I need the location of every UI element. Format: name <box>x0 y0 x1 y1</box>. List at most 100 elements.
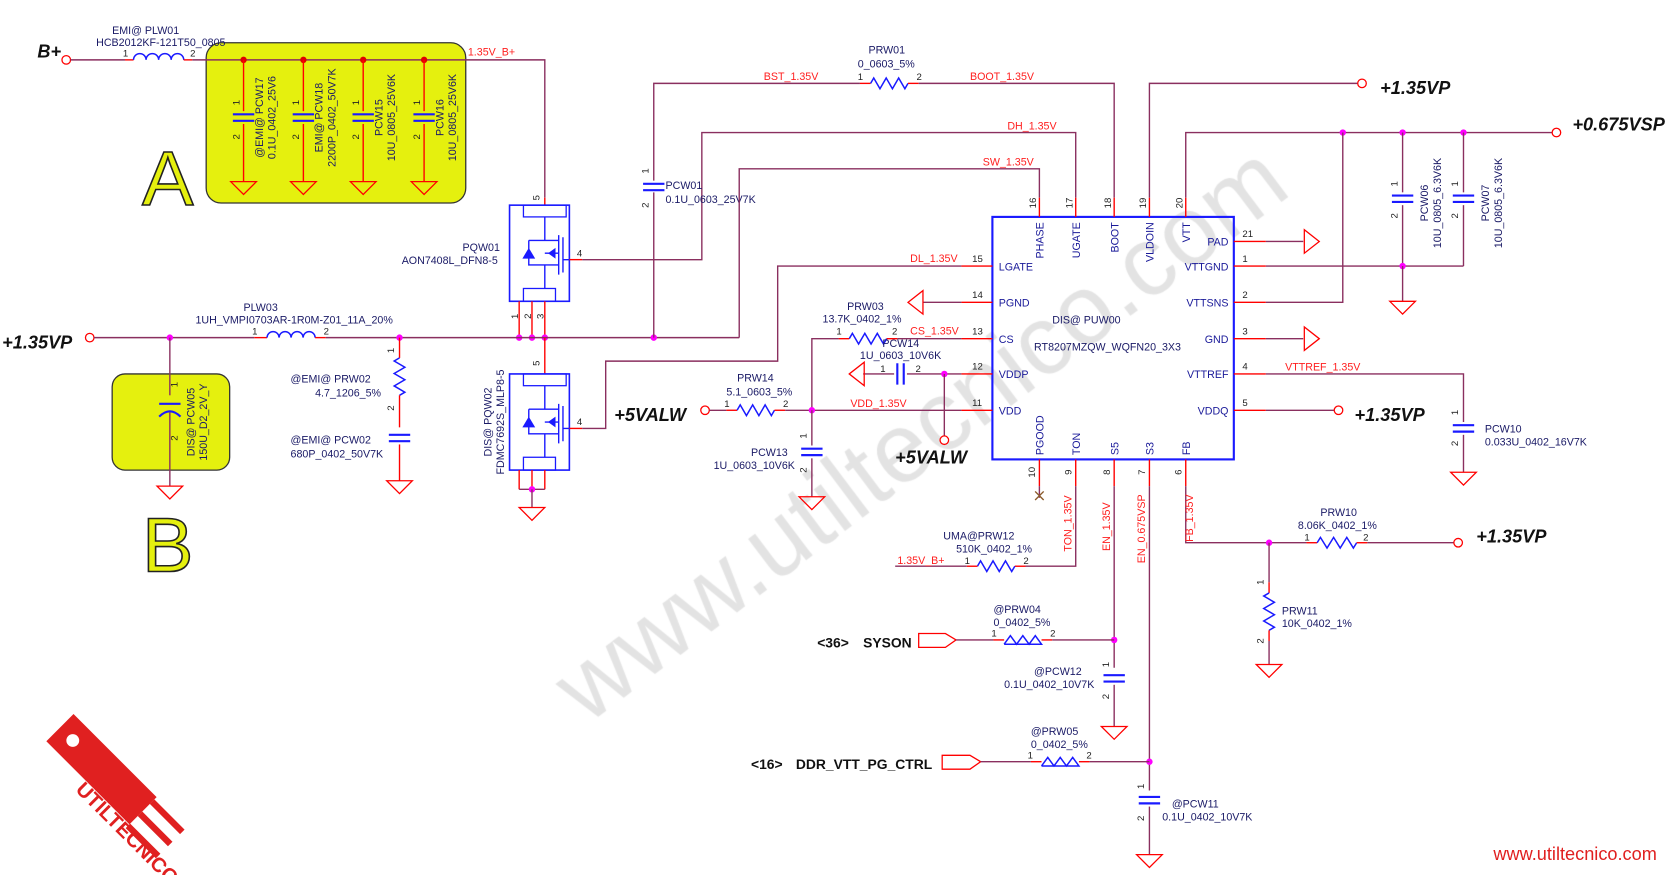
ic-pin-number: 7 <box>1137 470 1148 475</box>
pqw01 <box>508 204 571 303</box>
pin-number: 1 <box>991 629 996 640</box>
pcw01-value: 0.1U_0603_25V7K <box>666 194 756 206</box>
prw11-ref: PRW11 <box>1282 605 1318 617</box>
pcw02-value: 680P_0402_50V7K <box>291 448 384 460</box>
pin-number: 1 <box>1389 181 1400 186</box>
pin-number: 2 <box>324 326 329 337</box>
pcw11-value: 0.1U_0402_10V7K <box>1162 811 1252 823</box>
highlight-box-b <box>111 373 231 471</box>
net-label-en: EN_1.35V <box>1101 501 1113 551</box>
ic-pin-name: VTTGND <box>1185 261 1229 273</box>
plw01-ref: EMI@ PLW01 <box>112 25 179 37</box>
pqw01-value: AON7408L_DFN8-5 <box>402 255 498 267</box>
pin-number: 1 <box>724 399 729 410</box>
wire <box>1185 131 1553 198</box>
pqw02 <box>508 373 571 471</box>
ground-icon <box>517 506 547 522</box>
net-label-ton: TON_1.35V <box>1062 495 1074 552</box>
pin-number: 1 <box>386 348 397 353</box>
inductor-icon <box>132 52 185 60</box>
inductor-icon <box>266 330 316 338</box>
pin-number: 2 <box>799 467 810 472</box>
pcw05-ref: DIS@ PCW05 <box>185 388 197 456</box>
ic-pin-name: PHASE <box>1035 222 1047 258</box>
wire <box>918 82 1115 198</box>
ground-icon <box>1449 471 1478 486</box>
pcw18-value: 2200P_0402_50V7K <box>326 68 338 167</box>
pin-number: 1 <box>510 314 521 319</box>
pin-number: 1 <box>1101 662 1112 667</box>
pin-number: 1 <box>965 556 970 567</box>
pqw01-ref: PQW01 <box>463 242 500 254</box>
logo-lead <box>125 823 161 859</box>
pcw14-value: 1U_0603_10V6K <box>860 350 941 362</box>
logo-hole <box>66 734 80 747</box>
pin-number: 2 <box>231 134 242 139</box>
prw02-ref: @EMI@ PRW02 <box>291 373 371 385</box>
prw10-ref: PRW10 <box>1320 507 1357 519</box>
ground-icon <box>1135 854 1164 869</box>
ic-pin-name: PAD <box>1207 237 1228 249</box>
syson-page-ref: <36> <box>817 634 849 650</box>
ic-pin-name: BOOT <box>1109 222 1121 253</box>
ic-pin-number: 3 <box>1242 326 1247 337</box>
mosfet-body <box>508 373 571 471</box>
ic-pin-name: VDDQ <box>1198 406 1229 418</box>
pcw06-ref: PCW06 <box>1419 185 1431 222</box>
ic-pin-number: 11 <box>972 398 982 409</box>
resistor-icon <box>1316 535 1358 550</box>
power-port-icon <box>61 54 72 65</box>
pcw06-value: 10U_0805_6.3V6K <box>1432 158 1444 248</box>
net-label-en-vsp: EN_0.675VSP <box>1136 494 1148 563</box>
pin-number: 1 <box>252 326 257 337</box>
pin-number: 1 <box>1304 533 1309 544</box>
body-diode-icon <box>522 247 536 259</box>
pcw07-value: 10U_0805_6.3V6K <box>1493 158 1505 248</box>
pin-number: 1 <box>1028 751 1033 762</box>
pin-number: 2 <box>1450 441 1461 446</box>
pin-number: 1 <box>1136 784 1147 789</box>
prw12-ref: UMA@PRW12 <box>943 531 1014 543</box>
pin-number: 2 <box>1050 629 1055 640</box>
pcw16-ref: PCW16 <box>434 99 446 136</box>
pin-number: 1 <box>858 72 863 83</box>
pin-number: 2 <box>169 435 180 440</box>
ic-pin-number: 13 <box>972 326 983 337</box>
ground-icon <box>409 181 439 196</box>
ic-pin-number: 14 <box>972 290 983 301</box>
ground-icon <box>1303 325 1321 352</box>
ground-icon <box>348 181 378 196</box>
ic-pin-name: VDDP <box>999 369 1029 381</box>
pin-number: 4 <box>577 248 583 259</box>
port-1v35vp-vddq: +1.35VP <box>1355 405 1426 425</box>
wire <box>582 265 962 430</box>
pin-number: 2 <box>523 314 534 319</box>
ground-icon <box>385 480 414 495</box>
wire <box>582 131 1077 261</box>
pin-number: 2 <box>386 405 397 410</box>
ic-pin-name: VTTSNS <box>1186 298 1228 310</box>
utiltecnico-logo <box>46 714 185 859</box>
resistor-icon <box>1003 634 1044 646</box>
pin-number: 2 <box>1450 213 1461 218</box>
pcw15-ref: PCW15 <box>373 99 385 136</box>
power-port-icon <box>1357 78 1367 89</box>
prw10-value: 8.06K_0402_1% <box>1298 520 1377 532</box>
pcw01-ref: PCW01 <box>666 180 703 192</box>
wire <box>192 59 546 198</box>
prw11-value: 10K_0402_1% <box>1282 618 1353 630</box>
ic-pin-number: 17 <box>1065 198 1076 209</box>
pin-number: 1 <box>1450 181 1461 186</box>
pin-number: 2 <box>1389 213 1400 218</box>
prw12-value: 510K_0402_1% <box>956 543 1032 555</box>
pin-number: 1 <box>1256 580 1267 585</box>
ground-icon <box>289 181 318 196</box>
ic-pin-name: LGATE <box>999 261 1033 273</box>
ic-pin-number: 10 <box>1027 467 1038 478</box>
wire <box>811 337 839 411</box>
port-1v35vp-top: +1.35VP <box>1380 78 1451 98</box>
pin-number: 2 <box>1363 533 1368 544</box>
resistor-icon <box>392 357 407 396</box>
arrow-icon <box>548 416 556 428</box>
pin-number: 4 <box>577 417 583 428</box>
